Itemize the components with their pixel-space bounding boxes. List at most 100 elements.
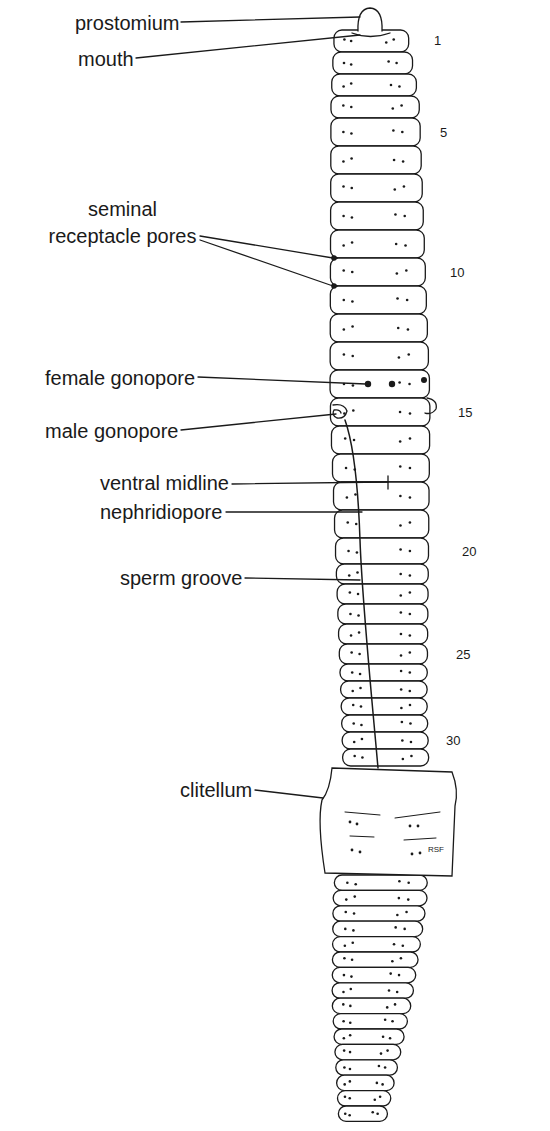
seta-dot [405, 911, 408, 914]
leader-line [181, 17, 360, 22]
segment-number: 25 [456, 646, 470, 664]
seta-dot [386, 1006, 389, 1009]
seta-dot [409, 591, 412, 594]
seta-dot [350, 106, 353, 109]
seta-dot [396, 297, 399, 300]
seta-dot [352, 929, 355, 932]
seta-dot [409, 496, 412, 499]
seta-dot [345, 898, 348, 901]
seta-dot [342, 160, 345, 163]
seta-dot [395, 62, 398, 65]
seta-dot [342, 85, 345, 88]
seta-dot [361, 756, 364, 759]
seta-dot [360, 724, 363, 727]
seta-dot [351, 300, 354, 303]
body-segment [337, 1075, 394, 1090]
seta-dot [349, 591, 352, 594]
seta-dot [400, 654, 403, 657]
seta-dot [350, 63, 353, 66]
seta-dot [344, 437, 347, 440]
body-segment [331, 118, 420, 146]
body-segment [334, 482, 430, 510]
body-segment [336, 564, 428, 584]
seta-dot [354, 493, 357, 496]
body-segment [341, 698, 427, 715]
body-segment [334, 30, 409, 52]
part-label: seminal receptacle pores [45, 196, 200, 250]
seta-dot [380, 1052, 383, 1055]
seta-dot [400, 707, 403, 710]
seta-dot [400, 688, 403, 691]
seta-dot [344, 1112, 347, 1115]
seta-dot [417, 825, 420, 828]
seta-dot [342, 1020, 345, 1023]
seta-dot [410, 741, 413, 744]
seta-dot [402, 160, 405, 163]
seta-dot [350, 132, 353, 135]
segment-number: 30 [446, 732, 460, 750]
seta-dot [399, 594, 402, 597]
seta-dot [393, 159, 396, 162]
seta-dot [406, 299, 409, 302]
seta-dot [351, 355, 354, 358]
body-segment [330, 258, 425, 286]
seta-dot [409, 651, 412, 654]
seta-dot [343, 328, 346, 331]
seta-dot [409, 574, 412, 577]
seta-dot [389, 1037, 392, 1040]
seta-dot [382, 1035, 385, 1038]
seta-dot [350, 187, 353, 190]
seta-dot [343, 974, 346, 977]
seta-dot [342, 991, 345, 994]
seta-dot [400, 104, 403, 107]
seta-dot [399, 411, 402, 414]
seta-dot [400, 611, 403, 614]
seta-dot [344, 928, 347, 931]
body-segment [331, 174, 423, 202]
seta-dot [400, 633, 403, 636]
seta-dot [400, 670, 403, 673]
seta-dot [343, 957, 346, 960]
leader-line [226, 511, 362, 512]
body-segment [340, 664, 427, 681]
seta-dot [409, 437, 412, 440]
segment-number: 20 [462, 543, 476, 561]
seta-dot [386, 1049, 389, 1052]
leader-line [255, 790, 323, 798]
body-segment [338, 1106, 387, 1121]
seta-dot [359, 851, 362, 854]
body-segment [338, 604, 428, 624]
seta-dot [350, 157, 353, 160]
seta-dot [351, 942, 354, 945]
seta-dot [361, 738, 364, 741]
seta-dot [399, 440, 402, 443]
seta-dot [408, 383, 411, 386]
seta-dot [342, 131, 345, 134]
body-segment [335, 510, 429, 538]
seta-dot [342, 104, 345, 107]
part-label: ventral midline [100, 470, 229, 497]
seta-dot [342, 1003, 345, 1006]
clitellum-marks [345, 812, 440, 840]
seta-dot [388, 989, 391, 992]
seta-dot [357, 614, 360, 617]
seta-dot [385, 41, 388, 44]
seta-dot [395, 243, 398, 246]
part-label: sperm groove [120, 565, 242, 592]
body-segment [333, 1014, 407, 1029]
seta-dot [403, 928, 406, 931]
seta-dot [346, 881, 349, 884]
seta-dot [346, 496, 349, 499]
seta-dot [393, 943, 396, 946]
seta-dot [351, 690, 354, 693]
seta-dot [407, 328, 410, 331]
seta-dot [347, 550, 350, 553]
seta-dot [343, 1083, 346, 1086]
leader-line [181, 414, 336, 430]
seta-dot [371, 1111, 374, 1114]
seta-dot [350, 651, 353, 654]
seta-dot [409, 704, 412, 707]
segment-number: 15 [458, 404, 472, 422]
